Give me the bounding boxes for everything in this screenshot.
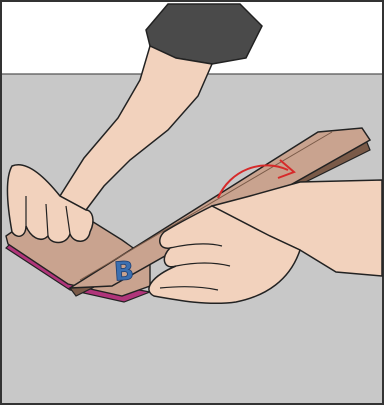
plank-label-b: B (113, 256, 135, 287)
